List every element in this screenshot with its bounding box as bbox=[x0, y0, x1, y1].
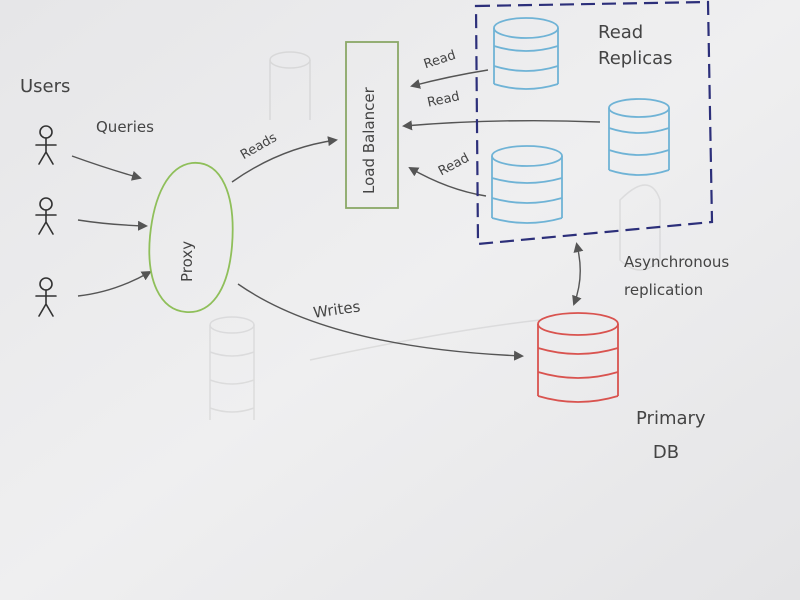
load-balancer-box bbox=[345, 41, 399, 209]
reads-arrow bbox=[231, 136, 338, 183]
query-arrow-1 bbox=[71, 155, 142, 181]
proxy-shape bbox=[148, 162, 234, 313]
users-label: Users bbox=[20, 76, 71, 97]
read-arrow-2 bbox=[402, 119, 601, 131]
replica-db-1 bbox=[493, 17, 559, 90]
replication-arrow bbox=[572, 242, 584, 306]
user-figure-3 bbox=[35, 277, 57, 317]
user-figure-1 bbox=[35, 125, 57, 165]
query-arrow-3 bbox=[77, 271, 152, 297]
primary-db-label: Primary DB bbox=[636, 408, 706, 463]
async-replication-label: Asynchronous replication bbox=[624, 253, 730, 299]
load-balancer-label: Load Balancer bbox=[360, 87, 378, 194]
read-replicas-label: Read Replicas bbox=[598, 22, 673, 69]
read-replicas-boundary bbox=[474, 0, 714, 246]
primary-db bbox=[537, 312, 619, 403]
read-arrow-1 bbox=[410, 69, 489, 89]
writes-arrow bbox=[237, 283, 524, 361]
ghost-marks bbox=[209, 51, 661, 420]
query-arrow-2 bbox=[77, 219, 148, 231]
user-figure-2 bbox=[35, 197, 57, 235]
replica-db-3 bbox=[491, 145, 563, 224]
queries-label: Queries bbox=[96, 118, 154, 136]
proxy-label: Proxy bbox=[178, 240, 196, 282]
replica-db-2 bbox=[608, 98, 670, 176]
